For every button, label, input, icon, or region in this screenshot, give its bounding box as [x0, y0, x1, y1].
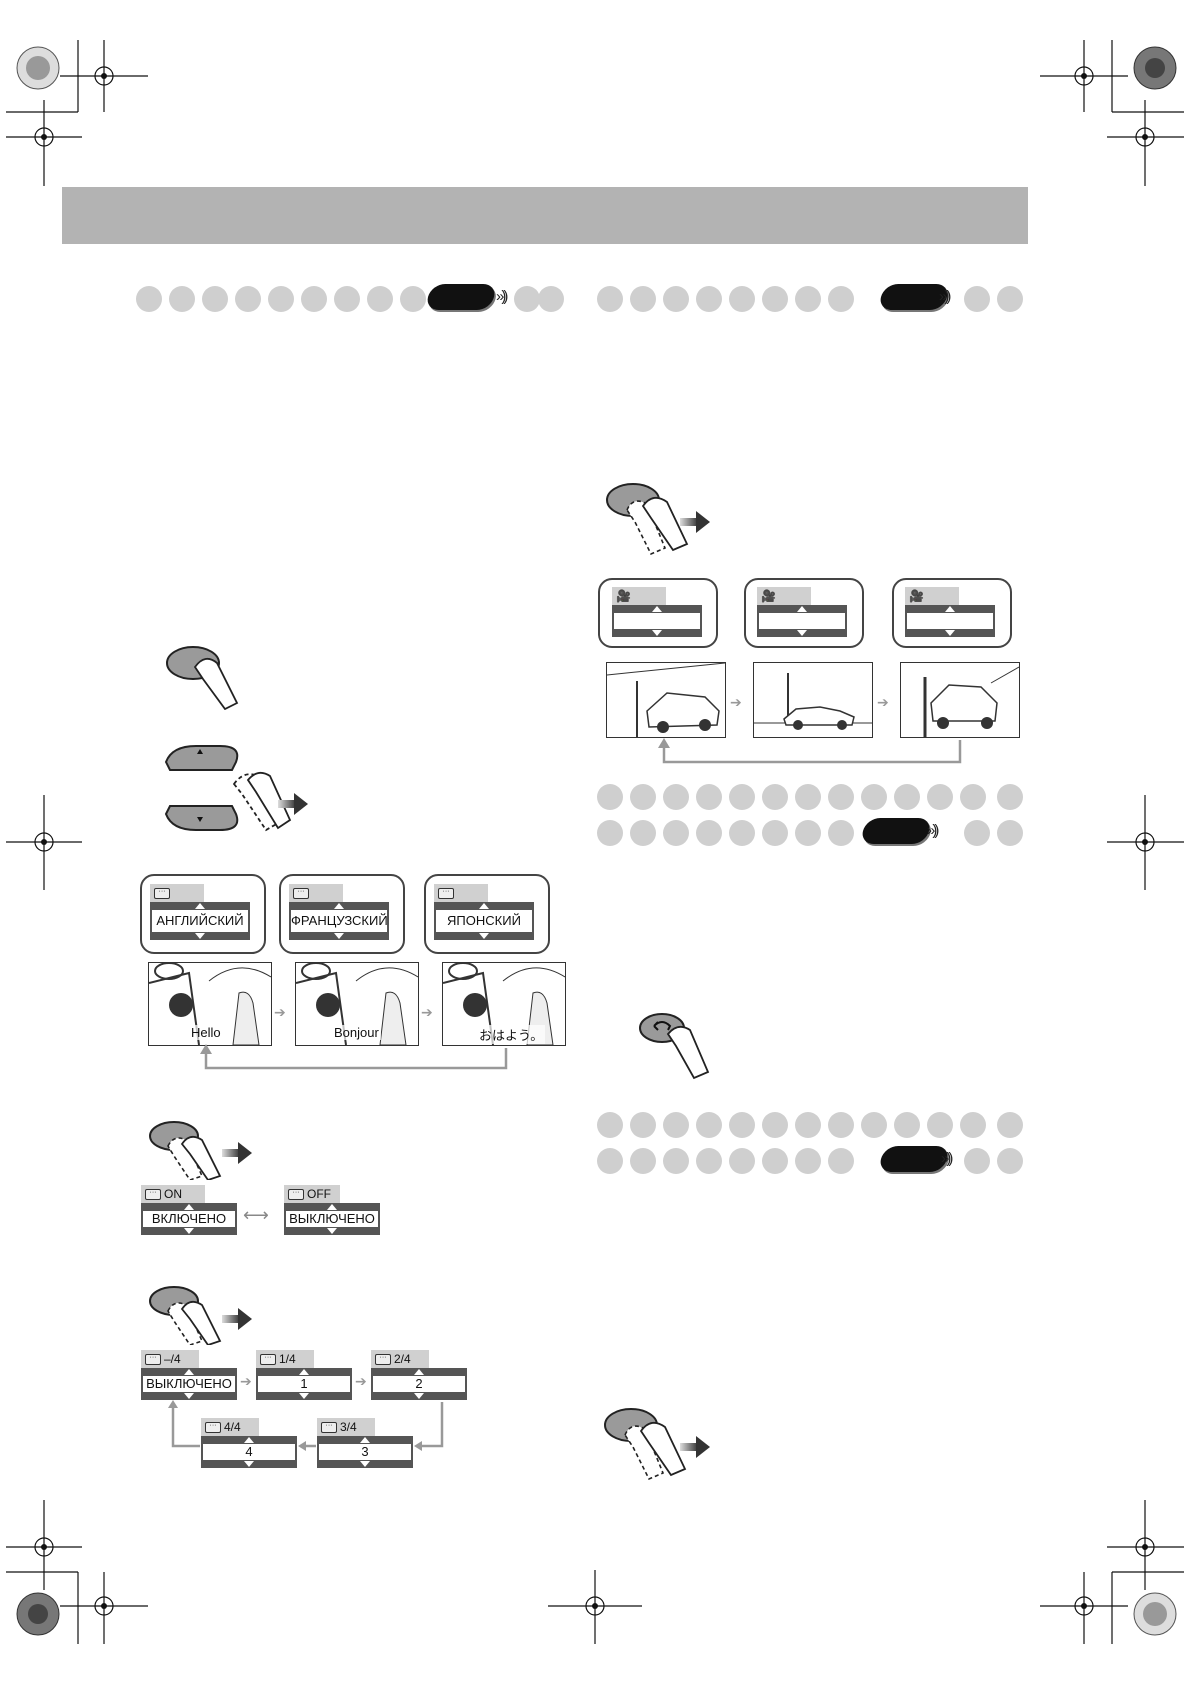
arrow-gray-icon: ➔ [730, 694, 742, 710]
dot-row-right-top: »)) [597, 284, 1027, 314]
osd-cycle-0: ···–/4 ВЫКЛЮЧЕНО [141, 1350, 237, 1400]
scene-image-3: おはよう。 [442, 962, 566, 1046]
arrow-gray-icon: ➔ [421, 1004, 433, 1020]
loop-back-arrow [658, 738, 962, 764]
subtitle-icon: ··· [154, 888, 170, 900]
arrow-right-shaft [680, 1443, 698, 1451]
disc-type-pill [424, 284, 498, 310]
bidirectional-arrow-icon: ⟷ [243, 1205, 269, 1225]
arrow-gray-icon: ➔ [355, 1373, 367, 1389]
disc-type-pill [859, 818, 933, 844]
osd-cycle-2: ···2/4 2 [371, 1350, 467, 1400]
loop-back-arrow [200, 1044, 508, 1070]
osd-cycle-label: –/4 [164, 1352, 181, 1366]
button-press-illustration-4 [606, 483, 689, 556]
osd-cycle-value: ВЫКЛЮЧЕНО [141, 1376, 237, 1392]
return-icon: ↺ [650, 1018, 651, 1019]
arrow-right-icon [696, 1436, 710, 1458]
header-band [62, 187, 1028, 244]
osd-subtitle-on: ···ON ВКЛЮЧЕНО [141, 1185, 237, 1235]
subtitle-icon: ··· [321, 1422, 337, 1434]
dot-row-right-mid-2: »)) [597, 818, 1027, 848]
subtitle-icon: ··· [375, 1354, 391, 1366]
subtitle-icon: ··· [205, 1422, 221, 1434]
angle-scene-3 [900, 662, 1020, 738]
arrow-right-icon [238, 1308, 252, 1330]
scene-caption: おはよう。 [477, 1025, 546, 1044]
osd-subtitle-off: ···OFF ВЫКЛЮЧЕНО [284, 1185, 380, 1235]
osd-cycle-value: 4 [201, 1444, 297, 1460]
camera-icon: 🎥 [761, 589, 776, 603]
subtitle-icon: ··· [145, 1189, 161, 1201]
osd-off-value: ВЫКЛЮЧЕНО [284, 1211, 380, 1227]
subtitle-icon: ··· [293, 888, 309, 900]
remote-signal-icon: »)) [941, 1150, 953, 1167]
arrow-right-shaft [222, 1315, 240, 1323]
arrow-gray-icon: ➔ [240, 1373, 252, 1389]
angle-scene-1 [606, 662, 726, 738]
subtitle-icon: ··· [260, 1354, 276, 1366]
osd-cycle-4: ···4/4 4 [201, 1418, 297, 1468]
button-press-illustration-6 [604, 1408, 687, 1481]
osd-lang-2: ··· ФРАНЦУЗСКИЙ [289, 884, 389, 942]
arrow-right-icon [294, 793, 308, 815]
camera-icon: 🎥 [909, 589, 924, 603]
osd-off-label: OFF [307, 1187, 331, 1201]
arrow-right-icon [696, 511, 710, 533]
subtitle-icon: ··· [145, 1354, 161, 1366]
osd-angle-3: 🎥 [905, 587, 995, 637]
up-down-buttons [164, 745, 292, 832]
osd-angle-2: 🎥 [757, 587, 847, 637]
osd-angle-1: 🎥 [612, 587, 702, 637]
osd-cycle-label: 3/4 [340, 1420, 357, 1434]
arrow-right-shaft [278, 800, 296, 808]
scene-image-1: Hello [148, 962, 272, 1046]
cycle-flow-arrows [168, 1400, 444, 1451]
osd-cycle-value: 2 [371, 1376, 467, 1392]
button-press-illustration-3 [149, 1286, 222, 1345]
button-press-illustration-2 [149, 1121, 222, 1180]
osd-cycle-label: 1/4 [279, 1352, 296, 1366]
arrow-gray-icon: ➔ [274, 1004, 286, 1020]
osd-on-label: ON [164, 1187, 182, 1201]
dot-row-right-mid-1 [597, 784, 1027, 812]
osd-cycle-label: 4/4 [224, 1420, 241, 1434]
osd-lang-value: ФРАНЦУЗСКИЙ [289, 910, 389, 932]
osd-lang-3: ··· ЯПОНСКИЙ [434, 884, 534, 942]
osd-cycle-value: 3 [317, 1444, 413, 1460]
dot-row-right-low-1 [597, 1112, 1027, 1140]
osd-cycle-label: 2/4 [394, 1352, 411, 1366]
angle-scene-2 [753, 662, 873, 738]
scene-caption: Bonjour [332, 1025, 381, 1040]
osd-lang-1: ··· АНГЛИЙСКИЙ [150, 884, 250, 942]
osd-lang-value: ЯПОНСКИЙ [434, 910, 534, 932]
remote-signal-icon: »)) [939, 288, 951, 305]
remote-signal-icon: »)) [927, 822, 939, 839]
osd-cycle-value: 1 [256, 1376, 352, 1392]
arrow-gray-icon: ➔ [877, 694, 889, 710]
scene-caption: Hello [189, 1025, 223, 1040]
camera-icon: 🎥 [616, 589, 631, 603]
arrow-right-shaft [680, 518, 698, 526]
button-press-illustration-1 [166, 646, 239, 710]
remote-signal-icon: »)) [496, 288, 508, 305]
dot-row-left-top: »)) [136, 284, 566, 314]
osd-on-value: ВКЛЮЧЕНО [141, 1211, 237, 1227]
button-press-illustration-5 [639, 1013, 710, 1080]
subtitle-icon: ··· [438, 888, 454, 900]
arrow-right-shaft [222, 1149, 240, 1157]
arrow-right-icon [238, 1142, 252, 1164]
scene-image-2: Bonjour [295, 962, 419, 1046]
disc-type-pill [877, 1146, 951, 1172]
osd-cycle-3: ···3/4 3 [317, 1418, 413, 1468]
osd-cycle-1: ···1/4 1 [256, 1350, 352, 1400]
dot-row-right-low-2: »)) [597, 1146, 1027, 1176]
osd-lang-value: АНГЛИЙСКИЙ [150, 910, 250, 932]
subtitle-icon: ··· [288, 1189, 304, 1201]
